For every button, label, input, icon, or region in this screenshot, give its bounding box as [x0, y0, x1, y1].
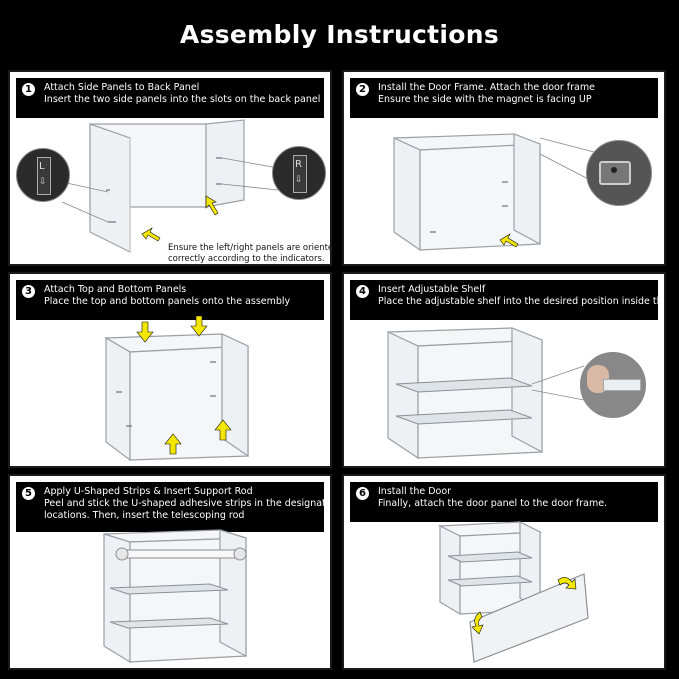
- step-number: 1: [22, 83, 35, 96]
- step-description: Place the adjustable shelf into the desi…: [378, 296, 666, 307]
- left-indicator-zoom: L ⇩: [16, 148, 70, 202]
- step-number: 6: [356, 487, 369, 500]
- note-line: Ensure the left/right panels are oriente…: [168, 243, 332, 253]
- step-3-illustration: [103, 315, 249, 462]
- arrow-icon: [499, 233, 519, 248]
- description-line: locations. Then, insert the telescoping …: [44, 510, 245, 521]
- right-indicator-zoom: R ⇩: [272, 146, 326, 200]
- step-1-illustration: [61, 119, 279, 253]
- down-arrow-icon: ⇩: [295, 175, 303, 185]
- step-title: Attach Side Panels to Back Panel: [44, 82, 200, 93]
- step-5-header: 5 Apply U-Shaped Strips & Insert Support…: [16, 482, 330, 532]
- right-indicator-letter: R: [295, 159, 302, 170]
- step-number: 2: [356, 83, 369, 96]
- door-panel: [469, 573, 589, 663]
- step-5-panel: 5 Apply U-Shaped Strips & Insert Support…: [8, 474, 332, 670]
- down-arrow-icon: ⇩: [39, 177, 47, 187]
- step-number: 4: [356, 285, 369, 298]
- arrow-icon: [136, 315, 232, 455]
- support-rod: [121, 549, 241, 559]
- magnet-icon: [599, 161, 631, 185]
- step-title: Apply U-Shaped Strips & Insert Support R…: [44, 486, 253, 497]
- rotate-arrow-icon: [471, 577, 577, 635]
- step-title: Install the Door Frame. Attach the door …: [378, 82, 595, 93]
- step-6-illustration: [437, 521, 589, 663]
- step-3-header: 3 Attach Top and Bottom Panels Place the…: [16, 280, 324, 320]
- step-4-panel: 4 Insert Adjustable Shelf Place the adju…: [342, 272, 666, 468]
- step-description: Ensure the side with the magnet is facin…: [378, 94, 592, 105]
- step-number: 3: [22, 285, 35, 298]
- step-4-illustration: [387, 327, 585, 460]
- page-title: Assembly Instructions: [179, 20, 500, 49]
- arrow-icon: [141, 195, 219, 242]
- step-6-header: 6 Install the Door Finally, attach the d…: [350, 482, 658, 522]
- step-description: Peel and stick the U-shaped adhesive str…: [44, 498, 332, 522]
- step-2-illustration: [393, 133, 595, 252]
- step-description: Place the top and bottom panels onto the…: [44, 296, 291, 307]
- step-1-panel: 1 Attach Side Panels to Back Panel Inser…: [8, 70, 332, 266]
- step-description: Insert the two side panels into the slot…: [44, 94, 321, 105]
- step-title: Insert Adjustable Shelf: [378, 284, 486, 295]
- step-2-header: 2 Install the Door Frame. Attach the doo…: [350, 78, 658, 118]
- orientation-note: Ensure the left/right panels are oriente…: [168, 243, 332, 264]
- description-line: Peel and stick the U-shaped adhesive str…: [44, 498, 332, 509]
- shelf-zoom: [580, 352, 646, 418]
- step-6-panel: 6 Install the Door Finally, attach the d…: [342, 474, 666, 670]
- left-indicator-letter: L: [39, 161, 45, 172]
- step-5-illustration: [103, 529, 247, 664]
- step-2-panel: 2 Install the Door Frame. Attach the doo…: [342, 70, 666, 266]
- step-description: Finally, attach the door panel to the do…: [378, 498, 608, 509]
- step-4-header: 4 Insert Adjustable Shelf Place the adju…: [350, 280, 664, 320]
- magnet-zoom: [586, 140, 652, 206]
- step-title: Attach Top and Bottom Panels: [44, 284, 187, 295]
- step-1-header: 1 Attach Side Panels to Back Panel Inser…: [16, 78, 324, 118]
- step-number: 5: [22, 487, 35, 500]
- note-line: correctly according to the indicators.: [168, 254, 325, 264]
- step-title: Install the Door: [378, 486, 452, 497]
- step-3-panel: 3 Attach Top and Bottom Panels Place the…: [8, 272, 332, 468]
